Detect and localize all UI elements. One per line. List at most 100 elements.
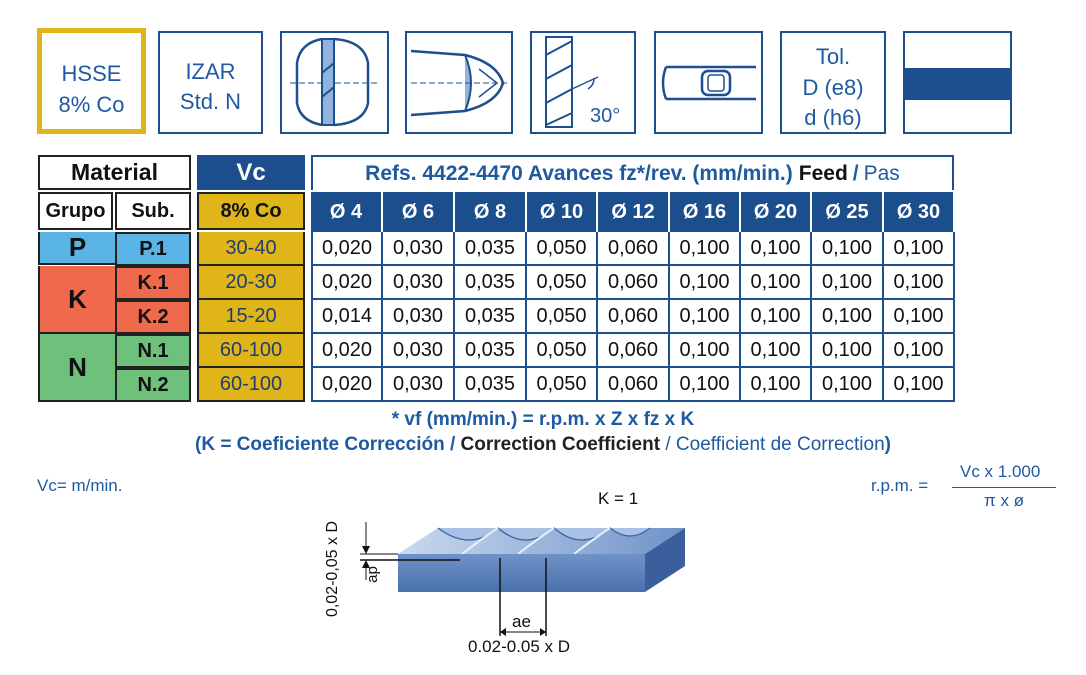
feed-value-cell: 0,060 [598,232,670,266]
feed-value-cell: 0,030 [383,300,455,334]
feed-value-cell: 0,050 [527,300,598,334]
feed-value-cell: 0,035 [455,266,527,300]
standard-label: Std. N [179,89,242,114]
feed-value-cell: 0,100 [741,232,812,266]
feed-value-cell: 0,020 [311,232,383,266]
correction-note: (K = Coeficiente Corrección / Correction… [0,434,1086,456]
diameter-header: Ø 6 [383,192,455,232]
diameter-header: Ø 4 [311,192,383,232]
feed-value-cell: 0,100 [812,266,884,300]
rpm-denominator: π x ø [984,491,1025,510]
helix-angle-box: 30° [530,31,636,134]
feed-value-cell: 0,100 [670,300,741,334]
feed-value-cell: 0,100 [884,300,955,334]
feed-value-cell: 0,014 [311,300,383,334]
refs-slash: / [852,161,859,185]
sub-n2-cell: N.2 [115,368,191,402]
feed-value-cell: 0,100 [812,232,884,266]
width-label: 0.02-0.05 x D [468,637,571,656]
tolerance-shank-label: d (h6) [804,105,862,130]
vc-unit-note: Vc= m/min. [37,476,123,495]
depth-label: 0,02-0,05 x D [324,520,342,618]
coating-box [903,31,1012,134]
coating-band [905,68,1010,100]
group-k-cell: K [38,266,115,334]
k-spanish: K = Coeficiente Corrección [201,434,445,455]
feed-value-cell: 0,100 [741,368,812,402]
feed-value-cell: 0,100 [884,232,955,266]
sub-header: Sub. [115,192,191,230]
diameter-header: Ø 16 [670,192,741,232]
izar-standard-box: IZAR Std. N [158,31,263,134]
feed-value-cell: 0,100 [812,300,884,334]
feed-value-cell: 0,050 [527,266,598,300]
shank-flat-box [654,31,763,134]
k-english: Correction Coefficient [460,434,661,455]
vc-cell: 20-30 [197,266,305,300]
note-slash-1: / [449,434,456,455]
group-n-cell: N [38,334,115,402]
sub-p1-cell: P.1 [115,232,191,266]
ae-label: ae [512,612,531,631]
vc-cell: 15-20 [197,300,305,334]
feed-value-cell: 0,100 [812,368,884,402]
feed-value-cell: 0,100 [812,334,884,368]
feed-value-cell: 0,050 [527,368,598,402]
cobalt-label: 8% Co [58,92,125,117]
rpm-fraction-bar [952,487,1056,488]
grupo-header: Grupo [38,192,113,230]
diameter-header: Ø 25 [812,192,884,232]
diameter-header: Ø 8 [455,192,527,232]
feed-value-cell: 0,100 [670,266,741,300]
feed-value-cell: 0,030 [383,266,455,300]
diameter-header: Ø 30 [884,192,955,232]
paren-close: ) [884,434,891,455]
group-p-cell: P [38,232,115,265]
tolerance-box: Tol. D (e8) d (h6) [780,31,886,134]
sub-k2-cell: K.2 [115,300,191,334]
vc-cobalt-header: 8% Co [197,192,305,230]
ball-nose-icon [410,49,507,117]
vc-cell: 60-100 [197,334,305,368]
paren-open: ( [194,434,202,455]
feed-value-cell: 0,030 [383,232,455,266]
feed-value-cell: 0,100 [670,232,741,266]
diameter-header: Ø 20 [741,192,812,232]
feed-value-cell: 0,030 [383,334,455,368]
vc-cell: 60-100 [197,368,305,402]
sub-n1-cell: N.1 [115,334,191,368]
ap-label: ap [363,566,381,583]
feed-value-cell: 0,035 [455,334,527,368]
cutter-profile-box [280,31,389,134]
refs-title: Refs. 4422-4470 Avances fz*/rev. (mm/min… [365,161,793,185]
sub-k1-cell: K.1 [115,266,191,300]
feed-value-cell: 0,035 [455,232,527,266]
feed-value-cell: 0,050 [527,334,598,368]
rpm-numerator: Vc x 1.000 [960,462,1041,481]
hsse-label: HSSE [61,61,122,86]
material-header: Material [38,155,191,190]
milling-drawing [360,522,685,636]
feed-value-cell: 0,060 [598,334,670,368]
helix-angle-icon [545,36,599,128]
hsse-material-box: HSSE 8% Co [37,28,146,134]
helix-angle-label: 30° [590,105,621,127]
feed-value-cell: 0,020 [311,334,383,368]
feed-value-cell: 0,060 [598,266,670,300]
vc-header: Vc [197,155,305,190]
vc-cell: 30-40 [197,232,305,266]
feed-word: Feed [798,161,848,185]
feed-value-cell: 0,100 [741,300,812,334]
k-french: Coefficient de Correction [675,434,885,455]
feed-value-cell: 0,035 [455,368,527,402]
feed-value-cell: 0,060 [598,368,670,402]
feed-value-cell: 0,020 [311,368,383,402]
tolerance-d-label: D (e8) [802,75,864,100]
feed-value-cell: 0,030 [383,368,455,402]
feed-value-cell: 0,100 [884,368,955,402]
pas-word: Pas [863,161,900,185]
feed-value-cell: 0,100 [884,266,955,300]
feed-value-cell: 0,020 [311,266,383,300]
diameter-header: Ø 12 [598,192,670,232]
feed-value-cell: 0,060 [598,300,670,334]
